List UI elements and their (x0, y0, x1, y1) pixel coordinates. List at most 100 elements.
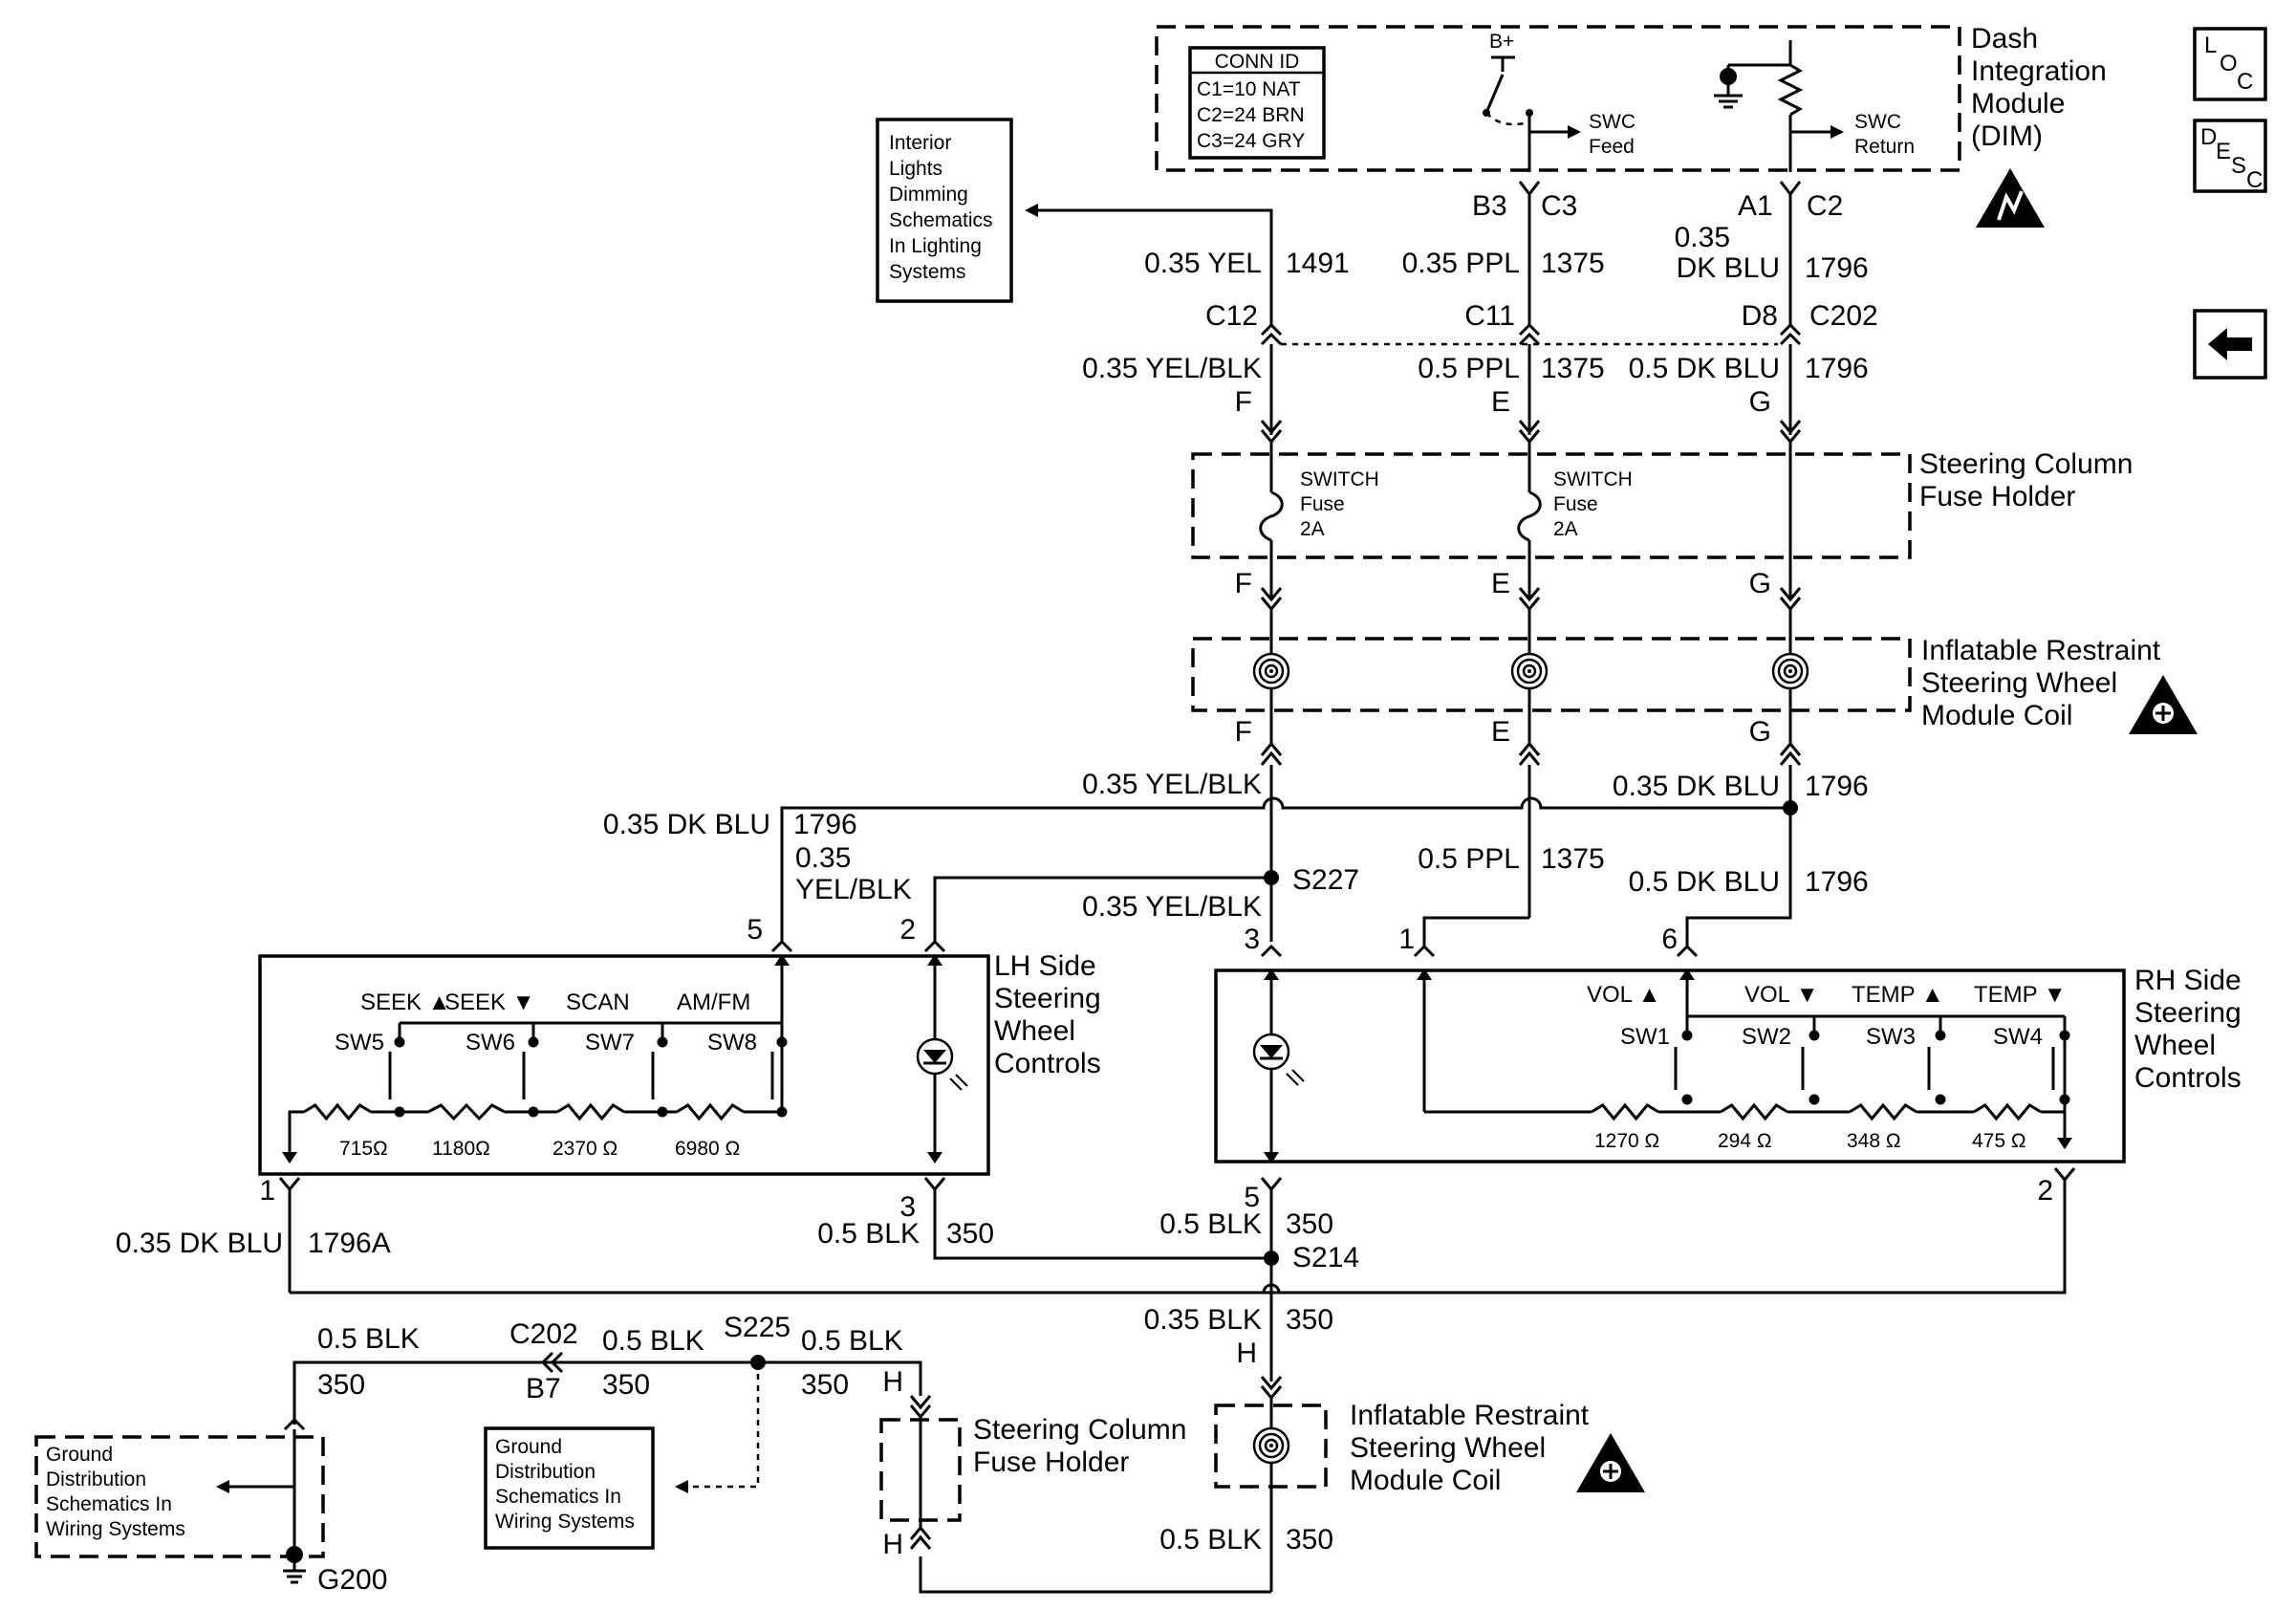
svg-text:Schematics In: Schematics In (495, 1486, 621, 1508)
wire-circuit: 350 (1286, 1304, 1333, 1336)
wire-size: 0.35 YEL/BLK (1082, 769, 1262, 800)
wire-size: 0.35 DK BLU (603, 809, 770, 840)
pin-5: 5 (1244, 1182, 1260, 1213)
rh-controls-title: RH Side (2134, 965, 2242, 996)
lh-switch-2[interactable]: SEEK ▼ SW6 (444, 990, 534, 1055)
esd-warning-icon (1974, 166, 2047, 229)
conn-id-title: CONN ID (1215, 51, 1300, 73)
lh-steering-wheel-controls: LH Side Steering Wheel Controls SEEK ▲ S… (258, 950, 1101, 1176)
rh-controls-title: Controls (2134, 1062, 2242, 1094)
resistor (1849, 1102, 1917, 1121)
coil-title: Inflatable Restraint (1350, 1400, 1590, 1431)
wire-size: 0.35 (795, 842, 851, 874)
pin-e: E (1491, 568, 1510, 599)
pin-f: F (1235, 386, 1252, 418)
svg-text:E: E (2216, 139, 2231, 164)
ground-distribution-reference-1[interactable]: Ground Distribution Schematics In Wiring… (46, 1444, 185, 1540)
temp-down-label: TEMP ▼ (1974, 982, 2067, 1008)
lh-switch-3[interactable]: SCAN SW7 (566, 990, 635, 1055)
lh-controls-title: LH Side (994, 950, 1096, 982)
resistor-value: 715Ω (339, 1138, 388, 1160)
pin-g: G (1749, 568, 1771, 599)
lh-switch-contact (522, 1023, 539, 1118)
pin-1: 1 (259, 1175, 275, 1207)
wire-circuit: 1375 (1541, 248, 1605, 279)
loc-icon[interactable]: L O C (2193, 27, 2267, 101)
coil-title: Steering Wheel (1921, 667, 2117, 699)
svg-text:Distribution: Distribution (46, 1469, 146, 1490)
pin-c12: C12 (1205, 300, 1258, 332)
ground-distribution-reference-2[interactable]: Ground Distribution Schematics In Wiring… (484, 1426, 655, 1550)
resistor (1591, 1102, 1659, 1121)
dim-title: (DIM) (1971, 120, 2043, 152)
interior-lights-reference[interactable]: Interior Lights Dimming Schematics In Li… (876, 118, 1013, 303)
pin-e: E (1491, 716, 1510, 748)
pin-3: 3 (1244, 924, 1260, 955)
rh-switch-1[interactable]: VOL ▲ SW1 (1587, 982, 1670, 1050)
pin-d8: D8 (1742, 300, 1778, 332)
wire-size: 0.35 YEL (1144, 248, 1262, 279)
switch-id: SW8 (707, 1030, 757, 1055)
svg-text:L: L (2204, 33, 2217, 58)
ground-g200: G200 Ground Distribution Schematics In W… (34, 1417, 387, 1596)
coil-title: Module Coil (1921, 700, 2072, 731)
lh-controls-title: Wheel (994, 1015, 1075, 1047)
svg-text:Interior: Interior (889, 132, 951, 154)
pin-g: G (1749, 716, 1771, 748)
pin-b7: B7 (526, 1373, 561, 1404)
wire-size: 0.5 BLK (317, 1323, 420, 1355)
wire-circuit: 350 (317, 1369, 365, 1401)
resistor (556, 1102, 625, 1121)
wire-size: DK BLU (1677, 252, 1780, 284)
pin-2: 2 (2037, 1175, 2053, 1207)
wire-size: 0.35 PPL (1402, 248, 1520, 279)
svg-text:Ground: Ground (495, 1436, 562, 1458)
pin-h: H (882, 1529, 903, 1560)
rh-switch-2[interactable]: VOL ▼ SW2 (1742, 982, 1819, 1050)
rh-switch-3[interactable]: TEMP ▲ SW3 (1852, 982, 1944, 1050)
wire-circuit: 1796 (1805, 771, 1869, 802)
fuse-label: 2A (1300, 518, 1325, 540)
pin-1: 1 (1398, 924, 1415, 955)
wire-circuit: 350 (602, 1369, 650, 1401)
wire-size: YEL/BLK (795, 874, 912, 905)
svg-text:Distribution: Distribution (495, 1461, 596, 1483)
resistor-value: 294 Ω (1718, 1130, 1772, 1152)
airbag-warning-icon (2127, 673, 2199, 736)
conn-id-line: C1=10 NAT (1197, 78, 1301, 100)
lh-switch-1[interactable]: SEEK ▲ SW5 (335, 990, 450, 1055)
resistor (676, 1102, 745, 1121)
wire-size: 0.5 BLK (602, 1325, 704, 1357)
seek-up-label: SEEK ▲ (360, 990, 450, 1015)
svg-text:Ground: Ground (46, 1444, 113, 1466)
switch-id: SW6 (466, 1030, 515, 1055)
desc-icon[interactable]: D E S C (2193, 119, 2267, 193)
pin-3: 3 (899, 1191, 916, 1223)
coil-title: Steering Wheel (1350, 1432, 1546, 1464)
rh-switch-4[interactable]: TEMP ▼ SW4 (1974, 982, 2067, 1050)
switch-id: SW7 (585, 1030, 635, 1055)
wire-circuit: 1796 (793, 809, 857, 840)
svg-text:In Lighting: In Lighting (889, 235, 982, 257)
pin-f: F (1235, 716, 1252, 748)
wire-size: 0.5 BLK (801, 1325, 903, 1357)
svg-text:Wiring Systems: Wiring Systems (495, 1511, 635, 1533)
ground-g200-label: G200 (317, 1564, 387, 1596)
rh-steering-wheel-controls: RH Side Steering Wheel Controls VOL ▲ SW… (1214, 965, 2242, 1164)
pin-f: F (1235, 568, 1252, 599)
fuse-holder-title: Fuse Holder (973, 1447, 1129, 1478)
fuse-label: 2A (1553, 518, 1578, 540)
pin-a1: A1 (1738, 190, 1773, 222)
steering-column-fuse-holder: SWITCH Fuse 2A SWITCH Fuse 2A Steering C… (1191, 442, 2133, 598)
svg-text:C: C (2237, 69, 2253, 95)
lh-switch-4[interactable]: AM/FM SW8 (677, 990, 757, 1055)
wire-circuit: 350 (801, 1369, 849, 1401)
resistor (1973, 1102, 2042, 1121)
back-arrow-icon[interactable] (2193, 309, 2267, 380)
svg-text:Systems: Systems (889, 261, 966, 283)
rh-resistor-ladder (1591, 1016, 2072, 1149)
wire-size: 0.5 PPL (1418, 843, 1520, 875)
wire-circuit: 1796 (1805, 252, 1869, 284)
wire-size: 0.5 DK BLU (1629, 866, 1780, 898)
rh-switch-contact (2051, 1016, 2070, 1105)
